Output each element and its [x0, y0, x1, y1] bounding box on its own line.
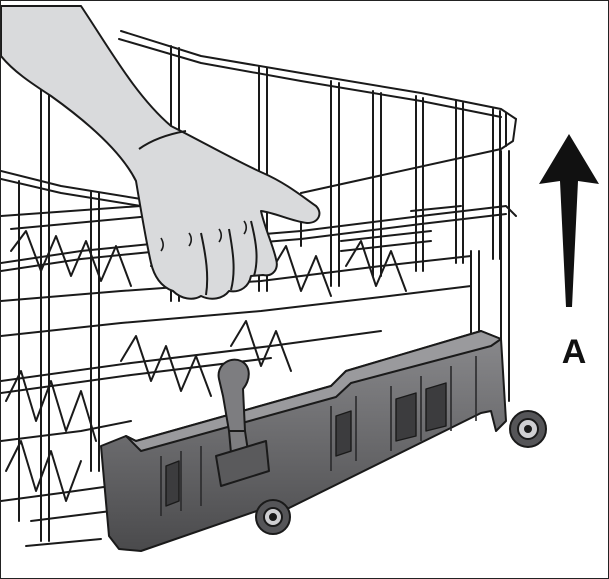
wire-rack [1, 30, 517, 547]
rack-handle-rail [100, 330, 507, 552]
wheel-icon [509, 410, 547, 448]
arrow-up-icon [539, 134, 599, 307]
direction-label: A [561, 333, 587, 371]
hand-icon [1, 5, 321, 300]
wheel-icon [255, 499, 291, 535]
